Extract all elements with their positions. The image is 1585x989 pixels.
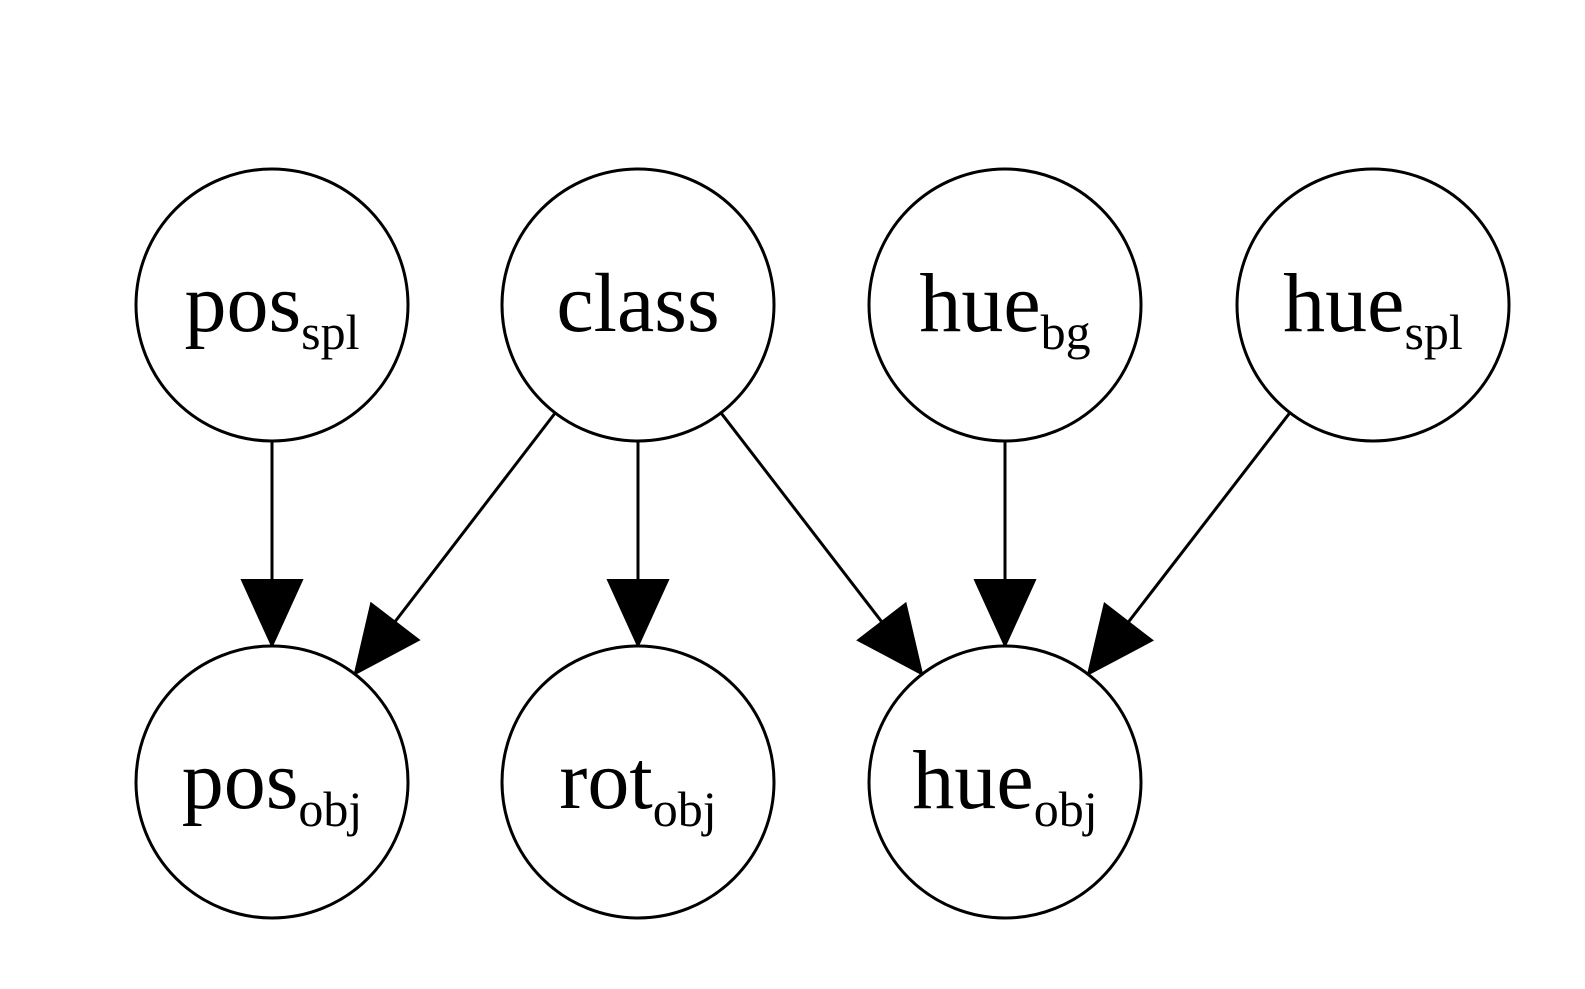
- edge-hue_spl-to-hue_obj: [1086, 411, 1292, 677]
- arrow-head-icon: [1086, 601, 1154, 677]
- node-circle: [500, 167, 776, 443]
- node-label-main: hue: [1283, 257, 1404, 350]
- edge-class-to-rot_obj: [606, 441, 670, 649]
- node-hue-spl: huespl: [1235, 167, 1511, 443]
- edge-line: [1127, 411, 1292, 623]
- arrow-head-icon: [353, 601, 421, 677]
- node-label-main: pos: [184, 257, 301, 350]
- node-label-main: pos: [182, 734, 299, 827]
- node-hue-bg: huebg: [867, 167, 1143, 443]
- edge-line: [393, 411, 557, 623]
- node-label-subscript: spl: [1404, 304, 1462, 360]
- node-label-main: hue: [912, 734, 1033, 827]
- node-circle: [867, 167, 1143, 443]
- node-label-subscript: obj: [1034, 781, 1098, 837]
- node-class: class: [500, 167, 776, 443]
- node-label: rotobj: [559, 734, 716, 837]
- node-hue-obj: hueobj: [867, 644, 1143, 920]
- edge-pos_spl-to-pos_obj: [240, 441, 304, 649]
- edge-class-to-hue_obj: [719, 411, 924, 677]
- edges-layer: [240, 411, 1292, 677]
- node-circle: [1235, 167, 1511, 443]
- node-label: huespl: [1283, 257, 1463, 360]
- node-circle: [500, 644, 776, 920]
- node-circle: [867, 644, 1143, 920]
- edge-hue_bg-to-hue_obj: [973, 441, 1037, 649]
- node-label: hueobj: [912, 734, 1097, 837]
- node-label-main: rot: [559, 734, 652, 827]
- node-label-main: class: [556, 257, 719, 350]
- arrow-head-icon: [240, 579, 304, 649]
- node-label: posspl: [184, 257, 359, 360]
- arrow-head-icon: [973, 579, 1037, 649]
- node-label-subscript: bg: [1041, 304, 1091, 360]
- node-label-subscript: obj: [653, 781, 717, 837]
- node-pos-obj: posobj: [134, 644, 410, 920]
- edge-line: [719, 411, 884, 623]
- node-label-main: hue: [919, 257, 1040, 350]
- node-pos-spl: posspl: [134, 167, 410, 443]
- node-label: class: [556, 257, 719, 350]
- node-circle: [134, 167, 410, 443]
- node-label: huebg: [919, 257, 1090, 360]
- node-label-subscript: obj: [298, 781, 362, 837]
- node-label-subscript: spl: [301, 304, 359, 360]
- node-rot-obj: rotobj: [500, 644, 776, 920]
- arrow-head-icon: [856, 601, 924, 677]
- node-circle: [134, 644, 410, 920]
- arrow-head-icon: [606, 579, 670, 649]
- node-label: posobj: [182, 734, 363, 837]
- edge-class-to-pos_obj: [353, 411, 557, 677]
